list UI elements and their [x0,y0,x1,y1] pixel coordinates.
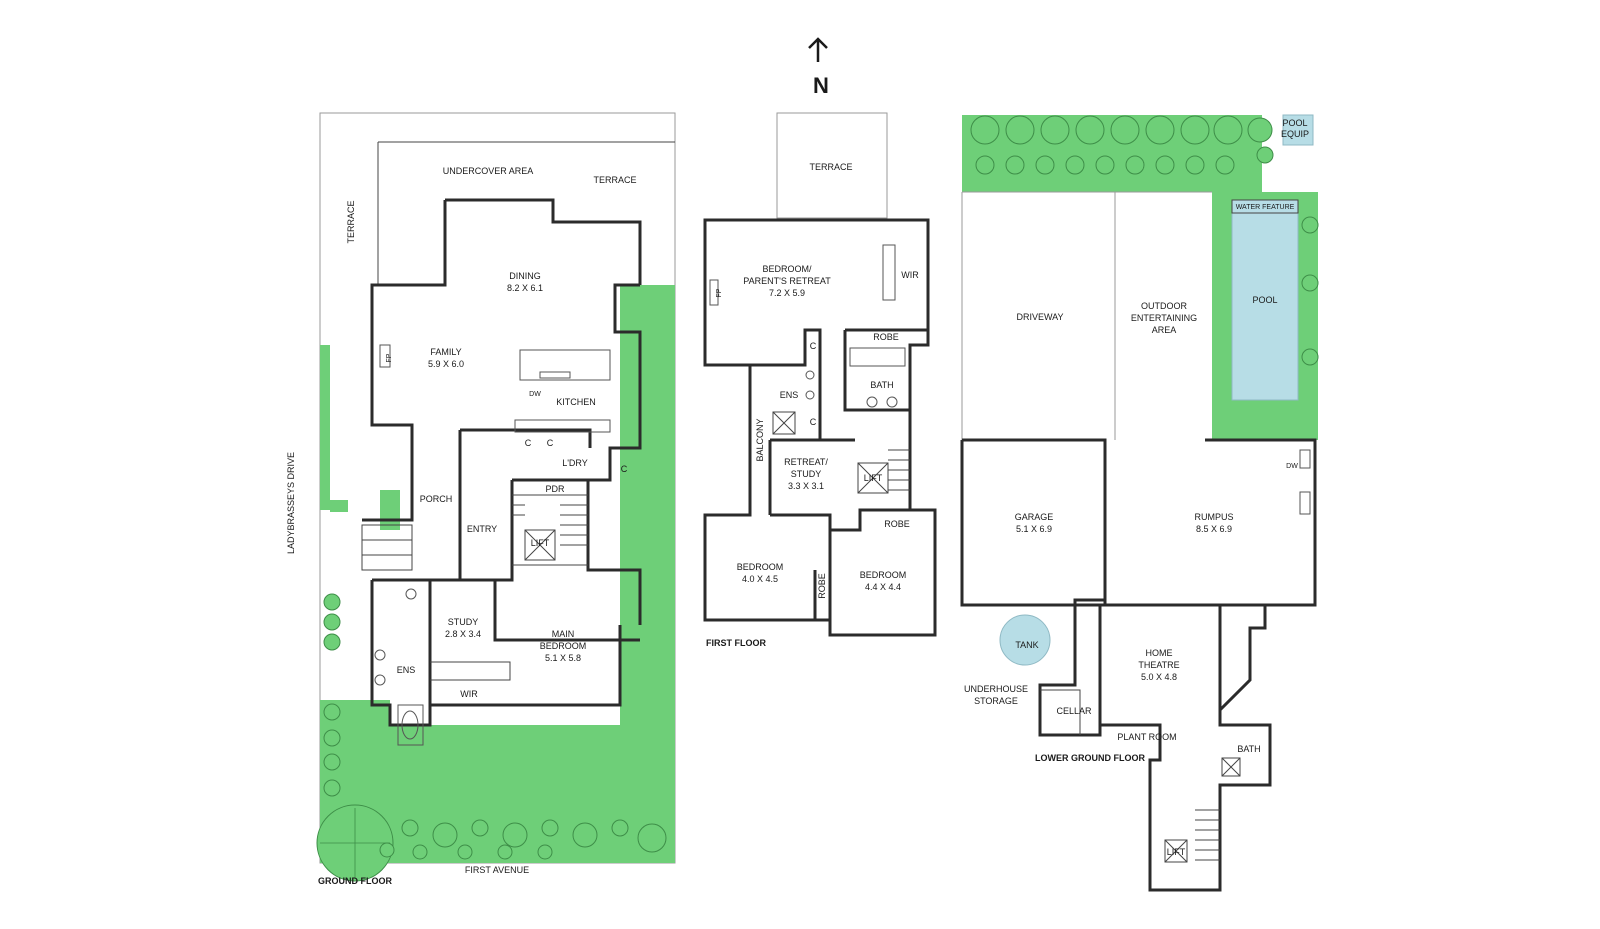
gf-wall-east [586,283,642,625]
ff-ens-label: ENS [780,390,799,400]
ff-bedroom1-label: BEDROOM [737,562,784,572]
ff-bedroom2-label: BEDROOM [860,570,907,580]
first-floor-plan: TERRACE BEDROOM/ PARENT'S RETREAT 7.2 X … [703,112,937,648]
gf-dining-dim: 8.2 X 6.1 [507,283,543,293]
gf-lift-label: LIFT [531,538,550,548]
gf-ens-label: ENS [397,665,416,675]
lg-driveway-label: DRIVEWAY [1016,312,1063,322]
lg-trees [970,115,1319,366]
ff-robe1-label: ROBE [873,332,899,342]
lg-bath-label: BATH [1237,744,1260,754]
gf-dining-label: DINING [509,271,541,281]
gf-trees [316,593,667,882]
ff-study-label-1: RETREAT/ [784,457,828,467]
gf-wir-label: WIR [460,689,478,699]
gf-title: GROUND FLOOR [318,876,392,886]
north-arrow: N [808,37,829,98]
lg-underhouse-label-1: UNDERHOUSE [964,684,1028,694]
lg-outdoor-label-3: AREA [1152,325,1177,335]
ff-robe2-label: ROBE [884,519,910,529]
gf-kitchen-label: KITCHEN [556,397,596,407]
gf-street-west: LADYBRASSEYS DRIVE [286,452,296,554]
lg-pool-equip-label-1: POOL [1282,118,1307,128]
lg-theatre-label-1: HOME [1146,648,1173,658]
ff-wall-outline [703,218,937,637]
gf-wall-south [370,580,622,727]
gf-study-label: STUDY [448,617,479,627]
lg-pool-equip-box [1282,114,1314,146]
ff-retreat-label-1: BEDROOM/ [762,264,812,274]
lg-title: LOWER GROUND FLOOR [1035,753,1145,763]
gf-porch-steps [361,524,413,571]
gf-main-bedroom-label-2: BEDROOM [540,641,587,651]
gf-entry-label: ENTRY [467,524,497,534]
ff-c1-label: C [810,341,817,351]
lg-theatre-dim: 5.0 X 4.8 [1141,672,1177,682]
ff-study-label-2: STUDY [791,469,822,479]
ff-wir-label: WIR [901,270,919,280]
ff-terrace-outline [776,112,888,219]
ff-balcony-label: BALCONY [755,418,765,461]
ff-bedroom1-dim: 4.0 X 4.5 [742,574,778,584]
gf-c3-label: C [621,464,628,474]
north-label: N [813,73,829,98]
lg-rumpus-dim: 8.5 X 6.9 [1196,524,1232,534]
gf-main-bedroom-label-1: MAIN [552,629,575,639]
lg-tank-label: TANK [1015,640,1038,650]
lg-outdoor-label-1: OUTDOOR [1141,301,1187,311]
ff-fp-label: FP [716,288,723,297]
lg-plant-room-label: PLANT ROOM [1117,732,1176,742]
ff-robe3-label: ROBE [817,573,827,599]
ff-terrace-label: TERRACE [809,162,852,172]
ground-floor-plan: UNDERCOVER AREA TERRACE TERRACE DINING 8… [286,112,676,886]
ff-c2-label: C [810,417,817,427]
gf-fp-label: FP [386,353,393,362]
ff-retreat-label-2: PARENT'S RETREAT [743,276,831,286]
gf-garden-west [320,345,330,510]
gf-terrace-label: TERRACE [593,175,636,185]
gf-street-south: FIRST AVENUE [465,865,529,875]
lg-water-feature-label: WATER FEATURE [1236,204,1295,211]
gf-family-label: FAMILY [430,347,461,357]
gf-ldry-label: L'DRY [562,458,588,468]
gf-c2-label: C [547,438,554,448]
lg-outdoor-label-2: ENTERTAINING [1131,313,1197,323]
lower-ground-plan: POOL EQUIP WATER FEATURE POOL DRIVEWAY O… [960,114,1319,892]
lg-pool-equip-label-2: EQUIP [1281,129,1309,139]
ff-lift-label: LIFT [864,473,883,483]
lg-tank [999,614,1051,666]
ff-study-dim: 3.3 X 3.1 [788,481,824,491]
lg-dw-label: DW [1286,463,1298,470]
gf-wall-north [445,198,642,285]
gf-porch-label: PORCH [420,494,453,504]
gf-main-bedroom-dim: 5.1 X 5.8 [545,653,581,663]
gf-garden-west-2 [330,500,348,512]
lg-lift-label: LIFT [1167,847,1186,857]
gf-wall-west [370,200,447,430]
gf-c1-label: C [525,438,532,448]
gf-lift-box [524,529,556,561]
lg-garage-label: GARAGE [1015,512,1054,522]
gf-family-dim: 5.9 X 6.0 [428,359,464,369]
gf-kitchen-island [519,349,611,381]
ff-bath-label: BATH [870,380,893,390]
lg-rumpus-label: RUMPUS [1194,512,1233,522]
ff-bedroom2-dim: 4.4 X 4.4 [865,582,901,592]
lg-theatre-label-2: THEATRE [1138,660,1179,670]
ff-title: FIRST FLOOR [706,638,766,648]
gf-garden-porch [380,490,400,530]
lg-garage-dim: 5.1 X 6.9 [1016,524,1052,534]
lg-underhouse-label-2: STORAGE [974,696,1018,706]
gf-dw-label: DW [529,391,541,398]
lg-pool-label: POOL [1252,295,1277,305]
gf-terrace-side-label: TERRACE [346,200,356,243]
gf-pdr-label: PDR [545,484,565,494]
lg-cellar-label: CELLAR [1056,706,1092,716]
lg-wall-outline [962,438,1317,892]
gf-study-dim: 2.8 X 3.4 [445,629,481,639]
gf-stairs [512,494,588,566]
ff-retreat-dim: 7.2 X 5.9 [769,288,805,298]
gf-undercover-label: UNDERCOVER AREA [443,166,534,176]
